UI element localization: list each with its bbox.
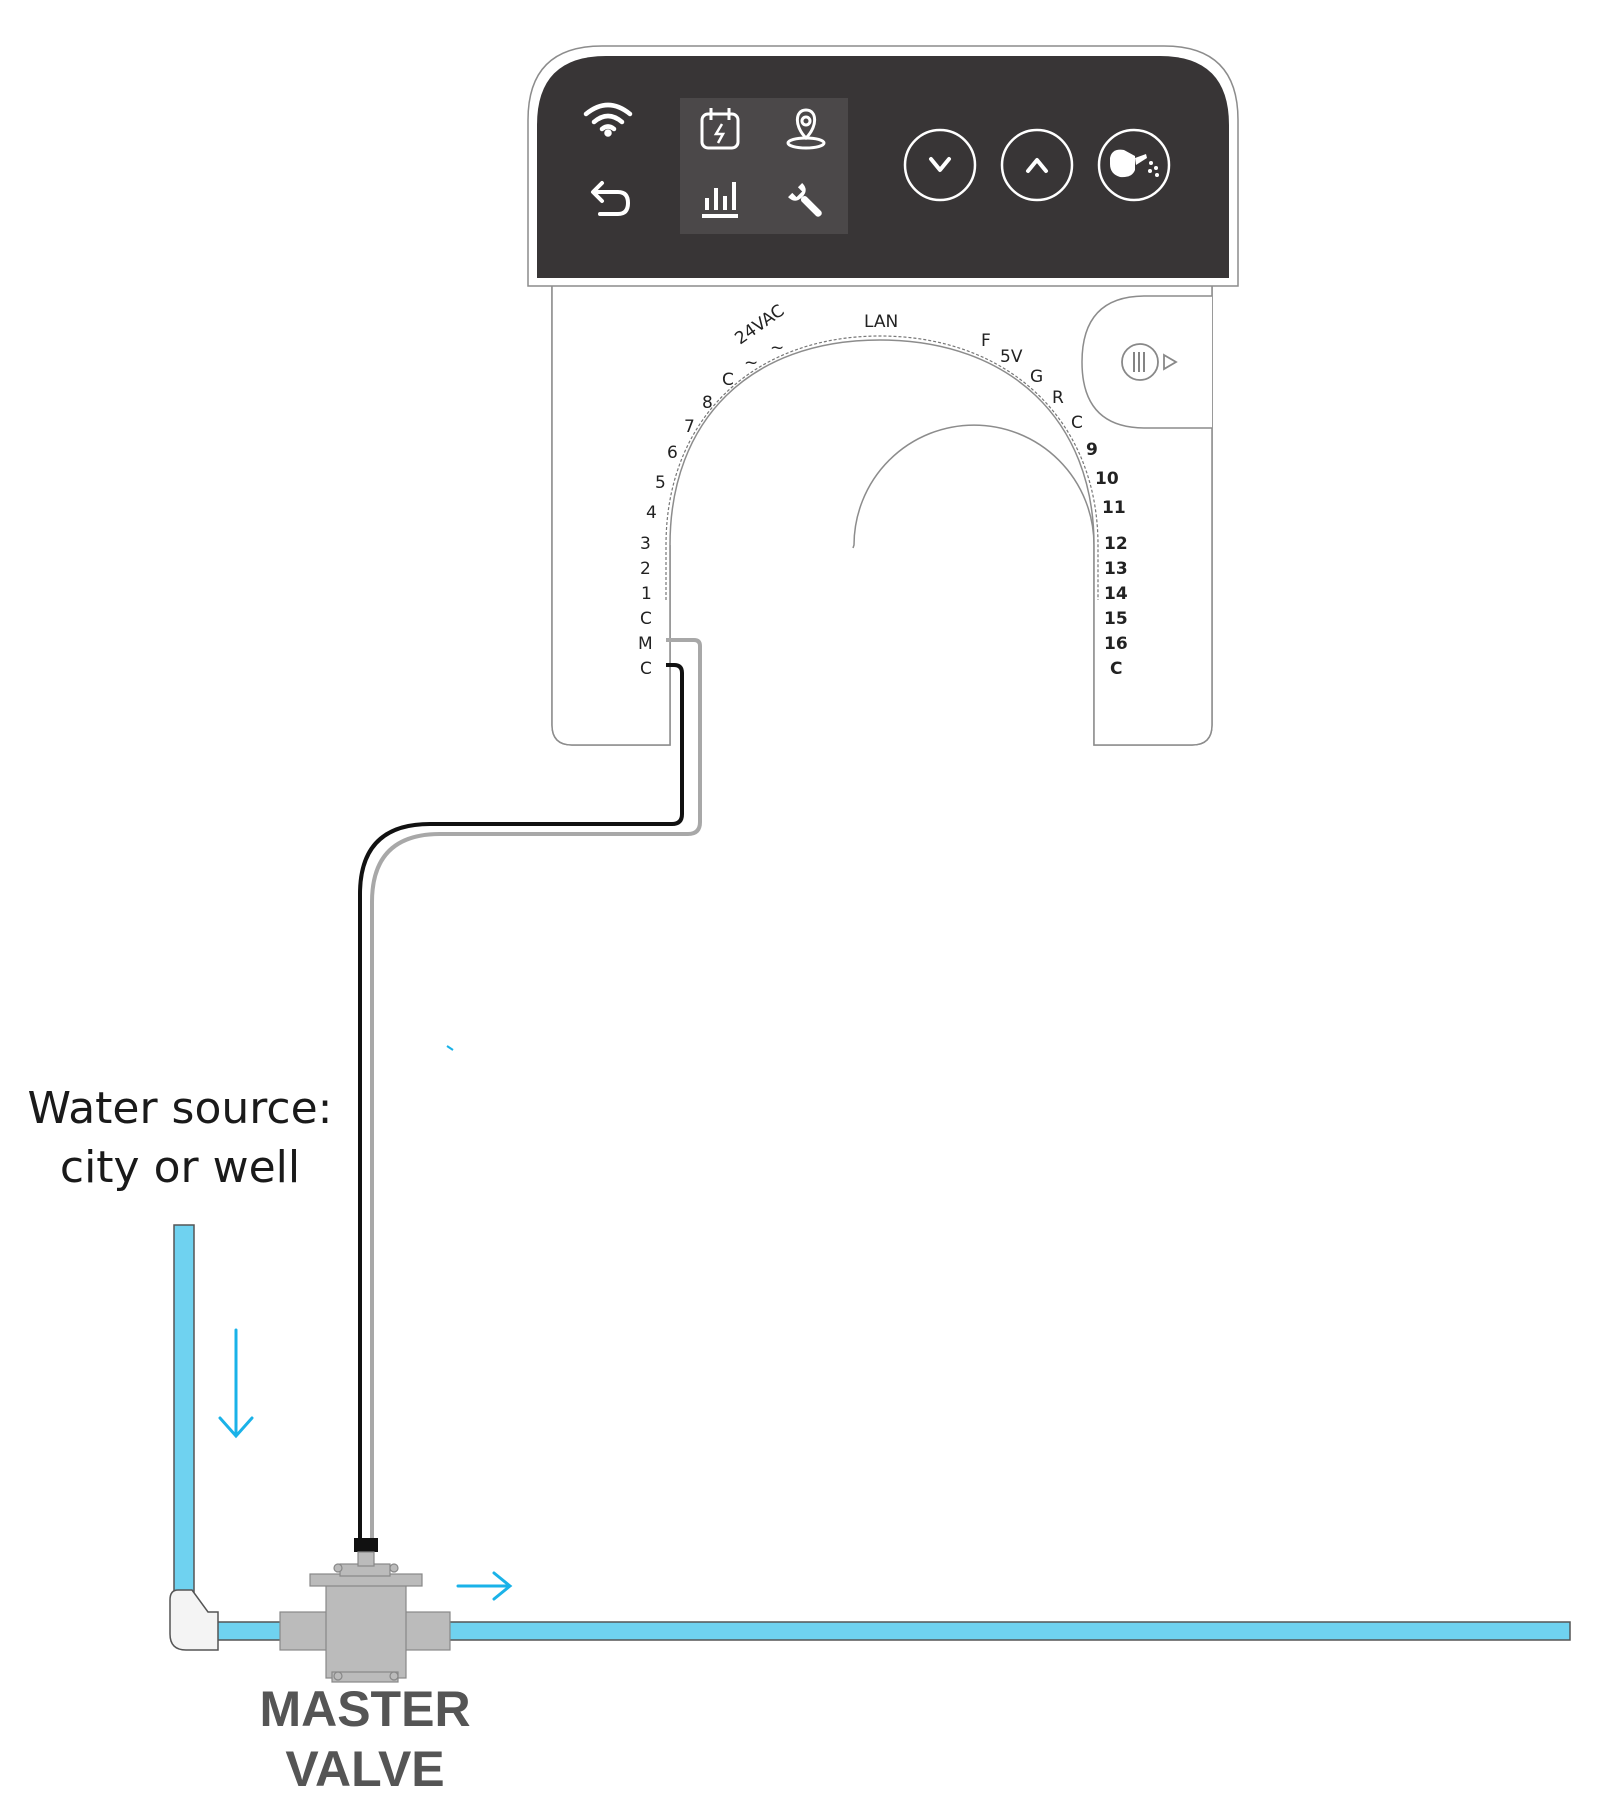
terminal-10-label: 10 xyxy=(1095,469,1119,489)
terminal-c-label: C xyxy=(640,659,652,679)
terminal-arch xyxy=(665,335,1099,600)
menu-icon-group xyxy=(680,98,848,234)
calendar-icon[interactable] xyxy=(700,108,740,150)
chart-icon[interactable] xyxy=(702,182,738,218)
terminal-tilde-label: ~ xyxy=(744,353,758,373)
chevron-down-icon xyxy=(929,157,951,172)
flow-arrows xyxy=(218,1328,513,1601)
terminal-c-label: C xyxy=(1110,659,1122,679)
terminal-7-label: 7 xyxy=(684,417,695,437)
controller: 24VAC ~ ~ C 8 7 6 5 4 LAN F 5V G R C 9 1… xyxy=(527,45,1239,746)
master-valve-label: MASTER xyxy=(259,1681,470,1737)
terminal-2-label: 2 xyxy=(640,559,651,579)
side-button-housing xyxy=(1081,295,1212,429)
terminal-m-label: M xyxy=(638,634,653,654)
location-icon[interactable] xyxy=(786,108,826,150)
terminal-c-label: C xyxy=(722,370,734,390)
pipes xyxy=(169,1224,1571,1651)
down-button[interactable] xyxy=(903,128,977,202)
terminal-4-label: 4 xyxy=(646,503,657,523)
wire-connector xyxy=(354,1538,378,1552)
gray-wire xyxy=(370,638,702,1542)
terminal-8-label: 8 xyxy=(702,393,713,413)
play-icon xyxy=(1163,353,1178,371)
terminal-labels: 24VAC ~ ~ C 8 7 6 5 4 LAN F 5V G R C 9 1… xyxy=(638,301,1128,679)
terminal-f-label: F xyxy=(981,331,991,351)
controller-plate-outline xyxy=(551,269,1213,746)
wifi-icon[interactable] xyxy=(583,102,633,137)
terminal-tilde-label: ~ xyxy=(770,338,784,358)
master-valve-label: VALVE xyxy=(285,1741,444,1797)
terminal-12-label: 12 xyxy=(1104,534,1128,554)
up-button[interactable] xyxy=(1000,128,1074,202)
water-source-label: Water source: xyxy=(28,1083,333,1134)
terminal-5-label: 5 xyxy=(655,473,666,493)
terminal-r-label: R xyxy=(1052,388,1064,408)
down-arrow-icon xyxy=(218,1328,254,1439)
terminal-15-label: 15 xyxy=(1104,609,1128,629)
side-button[interactable] xyxy=(1121,343,1178,381)
water-button[interactable] xyxy=(1097,128,1171,202)
terminal-5v-label: 5V xyxy=(1000,347,1023,367)
terminal-13-label: 13 xyxy=(1104,559,1128,579)
back-icon[interactable] xyxy=(591,181,630,216)
terminal-11-label: 11 xyxy=(1102,498,1126,518)
terminal-1-label: 1 xyxy=(641,584,652,604)
source-pipe xyxy=(173,1224,195,1611)
black-wire xyxy=(358,663,684,1542)
terminal-c-label: C xyxy=(1071,413,1083,433)
terminal-g-label: G xyxy=(1030,367,1043,387)
pipe-elbow xyxy=(169,1589,219,1651)
chevron-up-icon xyxy=(1026,158,1048,173)
terminal-lan-label: LAN xyxy=(864,312,898,332)
terminal-3-label: 3 xyxy=(640,534,651,554)
right-arrow-icon xyxy=(456,1571,513,1601)
terminal-c-label: C xyxy=(640,609,652,629)
terminal-9-label: 9 xyxy=(1086,440,1098,460)
wires xyxy=(354,638,702,1552)
terminal-6-label: 6 xyxy=(667,443,678,463)
stray-mark xyxy=(446,1045,454,1051)
water-source-label: city or well xyxy=(60,1142,300,1193)
watering-can-icon xyxy=(1110,149,1159,178)
terminal-14-label: 14 xyxy=(1104,584,1128,604)
terminal-16-label: 16 xyxy=(1104,634,1128,654)
wrench-icon[interactable] xyxy=(788,183,828,223)
master-valve xyxy=(279,1551,451,1683)
